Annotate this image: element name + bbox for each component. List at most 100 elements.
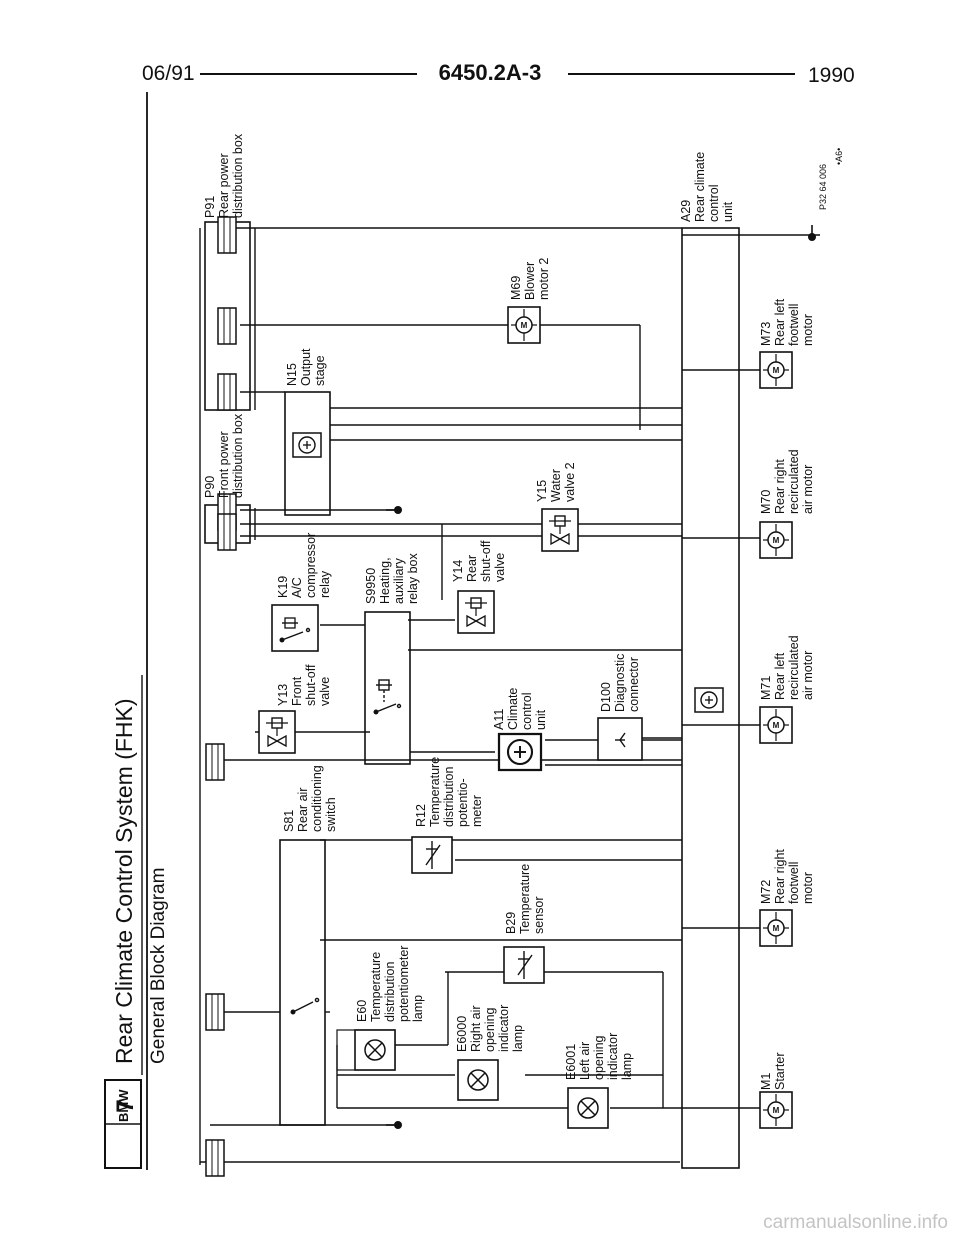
- e60-description-label: Temperature: [369, 952, 383, 1022]
- y14-id-label: Y14: [451, 560, 465, 582]
- s9950-id-label: S9950: [364, 568, 378, 604]
- a11-description-label: control: [520, 692, 534, 730]
- n15-output-stage-box: [284, 391, 331, 516]
- b29-description-label: Temperature: [518, 864, 532, 934]
- y13-description-label: Front: [290, 676, 304, 706]
- r12-description-label: meter: [470, 795, 484, 827]
- r12-potentiometer-icon: [411, 836, 453, 874]
- b29-id-label: B29: [504, 912, 518, 934]
- s81-switch-box: [279, 839, 326, 1126]
- m72-description-label: footwell: [787, 862, 801, 904]
- b29-sensor-icon: [503, 946, 545, 984]
- n15-description-label: stage: [313, 355, 327, 386]
- p91-description-label: distribution box: [231, 133, 245, 218]
- y15-id-label: Y15: [535, 480, 549, 502]
- k19-relay-icon: [271, 604, 319, 652]
- n15-id-label: N15: [285, 363, 299, 386]
- r12-description-label: distribution: [442, 767, 456, 827]
- m72-motor-icon: [759, 909, 793, 947]
- s9950-relay-box: [364, 611, 411, 765]
- r12-description-label: potentio-: [456, 778, 470, 827]
- a11-id-label: A11: [492, 709, 506, 730]
- component-symbols: [258, 224, 817, 1130]
- brand-name: BMW: [116, 1089, 131, 1122]
- p91-description-label: Rear power: [217, 153, 231, 218]
- y14-description-label: Rear: [465, 555, 479, 582]
- m73-description-label: Rear left: [773, 298, 787, 346]
- m72-description-label: motor: [801, 872, 815, 904]
- r12-description-label: Temperature: [428, 757, 442, 827]
- header-date: 06/91: [142, 62, 195, 85]
- m70-id-label: M70: [759, 490, 773, 514]
- e60-description-label: lamp: [411, 995, 425, 1022]
- m71-description-label: air motor: [801, 651, 815, 700]
- a29-description-label: unit: [721, 201, 735, 222]
- ground-icon: [385, 505, 403, 515]
- n15-description-label: Output: [299, 348, 313, 386]
- e6001-lamp-icon: [567, 1087, 609, 1129]
- e6000-lamp-icon: [457, 1059, 499, 1101]
- p90-description-label: Front power: [217, 431, 231, 498]
- m1-motor-icon: [759, 1091, 793, 1129]
- y14-description-label: valve: [493, 553, 507, 582]
- m73-id-label: M73: [759, 322, 773, 346]
- m71-description-label: Rear left: [773, 652, 787, 700]
- a29-ecu-icon: [694, 687, 724, 713]
- e6000-description-label: opening: [483, 1007, 497, 1052]
- k19-description-label: A/C: [290, 577, 304, 598]
- m72-description-label: Rear right: [773, 849, 787, 904]
- m73-description-label: motor: [801, 314, 815, 346]
- ground-icon: [807, 224, 817, 242]
- y14-description-label: shut-off: [479, 540, 493, 582]
- p90-description-label: distribution box: [231, 413, 245, 498]
- m1-id-label: M1: [759, 1073, 773, 1090]
- m70-description-label: recirculated: [787, 449, 801, 514]
- m72-id-label: M72: [759, 880, 773, 904]
- m1-description-label: Starter: [773, 1052, 787, 1090]
- watermark-text: carmanualsonline.info: [763, 1212, 948, 1233]
- fuses: [205, 216, 237, 1177]
- header-year: 1990: [808, 64, 855, 87]
- b29-description-label: sensor: [532, 896, 546, 934]
- y13-description-label: valve: [318, 677, 332, 706]
- e6000-description-label: indicator: [497, 1005, 511, 1052]
- d100-description-label: Diagnostic: [613, 654, 627, 712]
- y15-description-label: Water: [549, 469, 563, 502]
- r12-id-label: R12: [414, 804, 428, 827]
- y13-description-label: shut-off: [304, 664, 318, 706]
- d100-diagnostic-connector-icon: [597, 717, 643, 761]
- p91-id-label: P91: [203, 196, 217, 218]
- n15-ecu-icon: [292, 432, 322, 458]
- s81-switch-icon: [290, 997, 320, 1015]
- a11-description-label: unit: [534, 709, 548, 730]
- brand-badge: BMW 7: [104, 1079, 142, 1169]
- a29-description-label: control: [707, 184, 721, 222]
- a29-id-label: A29: [679, 200, 693, 222]
- e60-description-label: distribution: [383, 962, 397, 1022]
- s9950-description-label: relay box: [406, 553, 420, 604]
- k19-id-label: K19: [276, 576, 290, 598]
- s81-description-label: conditioning: [310, 765, 324, 832]
- e6001-description-label: lamp: [620, 1053, 634, 1080]
- e6001-id-label: E6001: [564, 1044, 578, 1080]
- d100-id-label: D100: [599, 682, 613, 712]
- a11-description-label: Climate: [506, 688, 520, 730]
- e60-lamp-icon: [354, 1029, 396, 1071]
- a29-rear-climate-control-unit: [681, 227, 740, 1169]
- page-subtitle: General Block Diagram: [148, 868, 169, 1064]
- s9950-description-label: auxiliary: [392, 557, 406, 604]
- m69-id-label: M69: [509, 276, 523, 300]
- a11-ecu-icon: [497, 732, 543, 772]
- s81-description-label: switch: [324, 797, 338, 832]
- e60-description-label: potentiometer: [397, 946, 411, 1022]
- e6001-description-label: indicator: [606, 1033, 620, 1080]
- s9950-relay-icon: [373, 679, 402, 715]
- k19-description-label: compressor: [304, 533, 318, 598]
- m70-motor-icon: [759, 521, 793, 559]
- brand-series: 7: [112, 1099, 139, 1112]
- s81-id-label: S81: [282, 810, 296, 832]
- k19-description-label: relay: [318, 570, 332, 598]
- e6000-id-label: E6000: [455, 1016, 469, 1052]
- y13-id-label: Y13: [276, 684, 290, 706]
